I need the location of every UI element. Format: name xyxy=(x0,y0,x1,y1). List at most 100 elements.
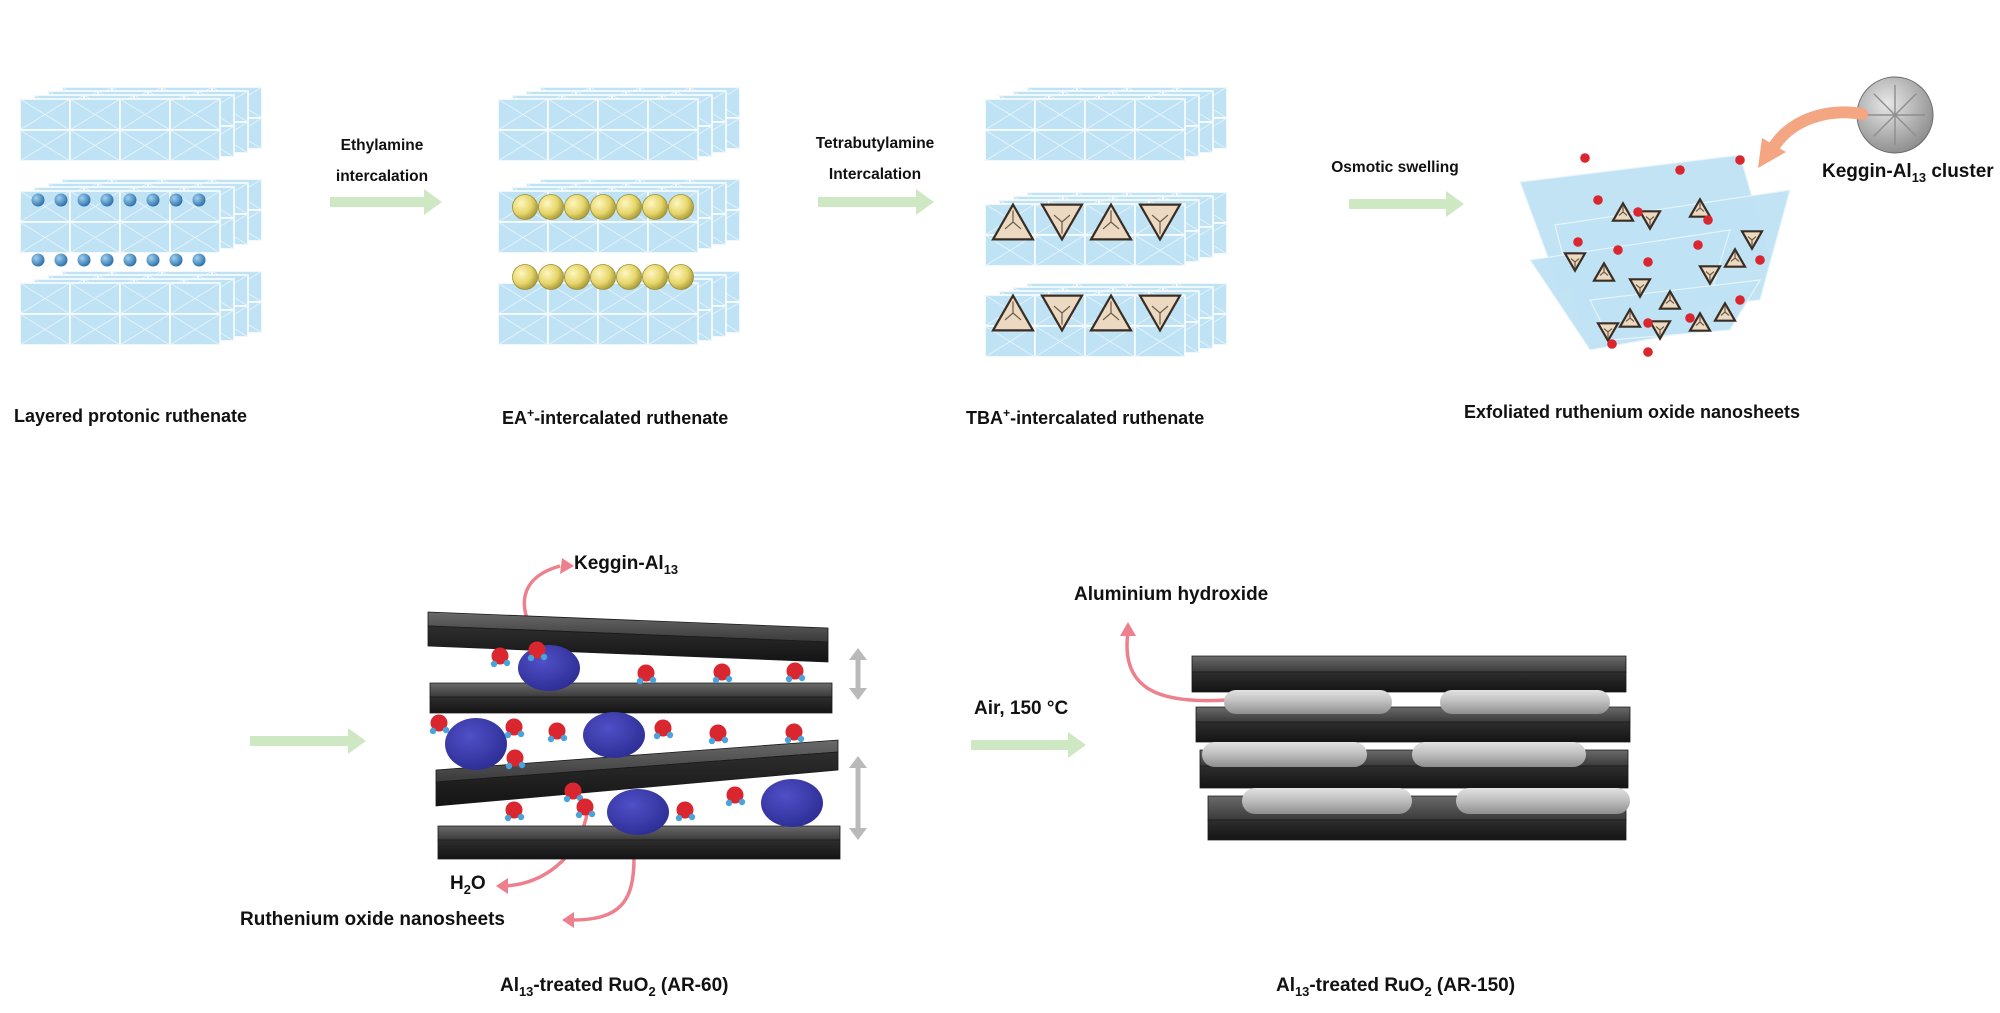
water-hydrogen xyxy=(636,677,644,685)
bottom-structures xyxy=(427,611,1631,860)
aluminium-hydroxide-pill xyxy=(1440,690,1610,714)
nanosheet-callout-arrow-head xyxy=(562,912,574,928)
octahedron-edge xyxy=(597,221,649,254)
al13-blob xyxy=(445,718,507,770)
proton-dot xyxy=(31,193,45,207)
tba-arm xyxy=(1004,301,1022,321)
ar150-sheet-3-front xyxy=(1199,765,1629,789)
water-oxygen xyxy=(564,782,582,800)
octahedron-edge xyxy=(1034,325,1086,358)
al13-dot xyxy=(1703,215,1713,225)
step-label-osmotic-swelling: Osmotic swelling xyxy=(1331,159,1459,176)
water-hydrogen xyxy=(504,814,512,822)
aluminium-hydroxide-label: Aluminium hydroxide xyxy=(1074,584,1269,605)
tba-triangles xyxy=(991,76,1934,357)
process-arrows xyxy=(250,106,1868,928)
octahedron-edge xyxy=(647,98,699,131)
ar150-sheet-1-front xyxy=(1191,671,1627,693)
ea-sphere xyxy=(642,194,668,220)
step-label-air-150c: Air, 150 °C xyxy=(974,698,1069,719)
arrow-osmotic-head xyxy=(1446,191,1464,217)
water-hydrogen xyxy=(785,675,793,683)
water-hydrogen xyxy=(688,813,696,821)
keggin-al13-label: Keggin-Al13 xyxy=(574,553,679,577)
octahedron-edge xyxy=(169,313,221,346)
tba-arm xyxy=(1004,210,1022,230)
al13-dot xyxy=(1693,240,1703,250)
octahedron-edge xyxy=(984,98,1036,131)
al13-dot xyxy=(1755,255,1765,265)
octahedron-edge xyxy=(547,313,599,346)
ea-sphere xyxy=(616,264,642,290)
ea-stack-layer-c xyxy=(497,282,699,346)
tba-arm xyxy=(1151,305,1169,325)
arrow-ethylamine-shaft xyxy=(330,197,426,207)
cluster-edge xyxy=(1873,93,1896,116)
al13-dot xyxy=(1643,347,1653,357)
octahedron-edge xyxy=(119,221,171,254)
arrow-bottom-left-shaft xyxy=(250,736,350,746)
water-hydrogen xyxy=(725,675,733,683)
water-hydrogen xyxy=(798,674,806,682)
double-arrow-lower-head-down xyxy=(849,828,867,840)
water-oxygen xyxy=(491,647,509,665)
water-oxygen xyxy=(506,749,524,767)
water-hydrogen xyxy=(505,762,513,770)
al13-blob xyxy=(518,645,580,691)
h2o-label: H2O xyxy=(450,873,486,897)
octahedron-edge xyxy=(69,282,121,315)
tba-arm xyxy=(1053,305,1071,325)
water-oxygen xyxy=(430,714,448,732)
ea-sphere xyxy=(564,194,590,220)
al13-dot xyxy=(1607,339,1617,349)
octahedron-edge xyxy=(1134,325,1186,358)
water-hydrogen xyxy=(540,653,548,661)
tba-arm xyxy=(1655,326,1665,336)
water-oxygen xyxy=(785,723,803,741)
protonic-stack-layer-a xyxy=(19,98,221,162)
proton-dot xyxy=(192,193,206,207)
octahedron-edge xyxy=(497,313,549,346)
tba-arm xyxy=(1102,210,1120,230)
water-hydrogen xyxy=(527,654,535,662)
proton-dot xyxy=(77,253,91,267)
water-oxygen xyxy=(548,722,566,740)
ea-sphere xyxy=(668,194,694,220)
al13-dot xyxy=(1633,207,1643,217)
proton-dots xyxy=(31,193,206,267)
proton-dot xyxy=(169,193,183,207)
keggin-callout-arrow-head xyxy=(560,558,574,574)
ea-sphere xyxy=(616,194,642,220)
octahedron-edge xyxy=(1134,98,1186,131)
water-hydrogen xyxy=(712,676,720,684)
octahedron-edge xyxy=(1034,129,1086,162)
ea-sphere xyxy=(512,264,538,290)
tba-arm xyxy=(1695,202,1705,212)
water-oxygen xyxy=(713,663,731,681)
octahedron-edge xyxy=(597,129,649,162)
al13-dot xyxy=(1735,155,1745,165)
proton-dot xyxy=(54,193,68,207)
tba-arm xyxy=(1570,258,1580,268)
tba-arm xyxy=(1102,301,1120,321)
water-hydrogen xyxy=(429,727,437,735)
ea-sphere xyxy=(642,264,668,290)
water-oxygen xyxy=(637,664,655,682)
al13-blob xyxy=(607,789,669,835)
caption-tba-intercalated: TBA+-intercalated ruthenate xyxy=(966,406,1205,428)
tba-arm xyxy=(1635,284,1645,294)
water-oxygen xyxy=(676,801,694,819)
arrow-ethylamine-head xyxy=(424,189,442,215)
al13-dot xyxy=(1643,318,1653,328)
water-hydrogen xyxy=(708,737,716,745)
arrow-air-heating-head xyxy=(1068,732,1086,758)
tba-arm xyxy=(1599,266,1609,276)
octahedron-edge xyxy=(69,313,121,346)
ea-sphere xyxy=(538,264,564,290)
octahedron-edge xyxy=(169,129,221,162)
water-oxygen xyxy=(528,641,546,659)
water-hydrogen xyxy=(490,660,498,668)
